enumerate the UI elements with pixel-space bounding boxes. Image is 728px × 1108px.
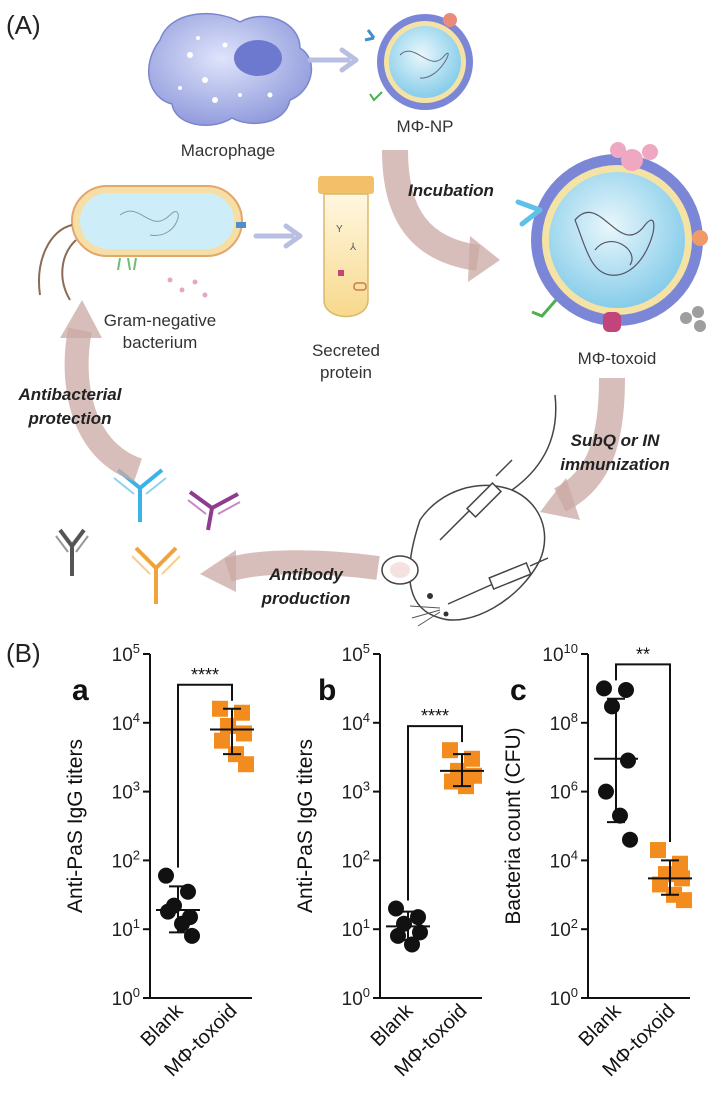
antibody-grey-illustration xyxy=(55,528,89,576)
macrophage-illustration xyxy=(147,12,313,126)
chart-b-y-tick-label: 101 xyxy=(342,916,370,941)
chart-c-point-blank xyxy=(596,680,612,697)
syringe-subq-illustration xyxy=(439,459,513,541)
bacterium-illustration xyxy=(38,185,246,301)
chart-a-point-toxoid xyxy=(212,700,228,717)
chart-b-y-axis-label: Anti-PaS IgG titers xyxy=(294,739,317,913)
chart-c-letter: c xyxy=(510,674,527,707)
chart-b-significance-label: **** xyxy=(421,706,449,726)
mouse-illustration xyxy=(381,394,557,627)
svg-text:Y: Y xyxy=(336,224,343,235)
antibacterial-label-line2: protection xyxy=(27,409,111,428)
chart-a-y-tick-label: 100 xyxy=(112,985,140,1010)
panel-a-label: (A) xyxy=(6,10,41,40)
chart-b-point-blank xyxy=(388,900,404,917)
chart-c-y-tick-label: 104 xyxy=(550,847,578,872)
arrow-macrophage-to-np xyxy=(307,47,359,73)
chart-c-point-blank xyxy=(598,783,614,800)
mphi-toxoid-label: MΦ-toxoid xyxy=(578,349,657,368)
chart-a-point-toxoid xyxy=(238,756,254,773)
chart-b-significance-bracket xyxy=(407,725,463,901)
chart-b-y-tick-label: 104 xyxy=(342,710,370,735)
test-tube-illustration: Y ⅄ xyxy=(318,176,374,318)
chart-c-y-tick-label: 102 xyxy=(550,916,578,941)
antibody-blue-illustration xyxy=(113,468,167,522)
chart-a-significance-bracket xyxy=(177,683,233,868)
chart-c-point-blank xyxy=(604,698,620,715)
chart-c-y-tick-label: 1010 xyxy=(542,641,578,666)
chart-a-point-blank xyxy=(160,903,176,920)
chart-a-significance-label: **** xyxy=(191,665,219,685)
chart-a-point-blank xyxy=(184,927,200,944)
antibody-label-line1: Antibody xyxy=(268,565,344,584)
chart-a-y-tick-label: 104 xyxy=(112,710,140,735)
antibacterial-label-line1: Antibacterial xyxy=(18,385,123,404)
chart-a-y-tick-label: 105 xyxy=(112,641,140,666)
arrow-immunization xyxy=(540,377,625,520)
chart-b-y-tick-label: 100 xyxy=(342,985,370,1010)
chart-a-point-toxoid xyxy=(234,704,250,721)
chart-c-y-tick-label: 100 xyxy=(550,985,578,1010)
panel-b-label: (B) xyxy=(6,638,41,668)
chart-c-point-blank xyxy=(618,681,634,698)
chart-c-y-tick-label: 108 xyxy=(550,710,578,735)
immunization-label-line1: SubQ or IN xyxy=(571,431,661,450)
chart-a-point-blank xyxy=(180,883,196,900)
chart-a-y-axis-label: Anti-PaS IgG titers xyxy=(64,739,87,913)
mphi-np-illustration xyxy=(364,13,473,110)
bacterium-label-line1: Gram-negative xyxy=(104,311,216,330)
chart-c-x-tick-label: Blank xyxy=(575,999,627,1051)
chart-b-y-tick-label: 105 xyxy=(342,641,370,666)
antibody-orange-illustration xyxy=(131,546,181,604)
chart-b-x-tick-label: Blank xyxy=(367,999,419,1051)
chart-c-y-axis-label: Bacteria count (CFU) xyxy=(502,727,525,924)
chart-b-y-tick-label: 102 xyxy=(342,847,370,872)
chart-b-point-blank xyxy=(390,927,406,944)
arrow-antibacterial-protection xyxy=(60,300,143,482)
chart-b-y-tick-label: 103 xyxy=(342,779,370,804)
syringe-in-illustration xyxy=(447,557,549,605)
antibody-purple-illustration xyxy=(187,490,241,531)
macrophage-label: Macrophage xyxy=(181,141,276,160)
arrow-antibody-production xyxy=(200,550,380,592)
chart-b-letter: b xyxy=(318,674,336,707)
chart-a-point-toxoid xyxy=(236,725,252,742)
bacterium-label-line2: bacterium xyxy=(123,333,198,352)
chart-a-y-tick-label: 102 xyxy=(112,847,140,872)
antibody-label-line2: production xyxy=(261,589,351,608)
chart-b-point-blank xyxy=(412,924,428,941)
incubation-label: Incubation xyxy=(408,181,494,200)
chart-b-point-toxoid xyxy=(442,742,458,759)
chart-a-point-toxoid xyxy=(220,717,236,734)
chart-c-point-toxoid xyxy=(652,876,668,893)
chart-a-y-tick-label: 103 xyxy=(112,779,140,804)
chart-a-point-blank xyxy=(158,867,174,884)
chart-b-point-blank xyxy=(410,909,426,926)
chart-a-letter: a xyxy=(72,674,89,707)
chart-a-x-tick-label: Blank xyxy=(137,999,189,1051)
secreted-label-line1: Secreted xyxy=(312,341,380,360)
chart-c-significance-bracket xyxy=(615,663,671,843)
mphi-np-label: MΦ-NP xyxy=(396,117,453,136)
arrow-bacterium-to-tube xyxy=(253,223,303,249)
chart-c-significance-label: ** xyxy=(636,644,650,664)
chart-c-point-blank xyxy=(620,752,636,769)
chart-c-y-tick-label: 106 xyxy=(550,779,578,804)
chart-a-point-toxoid xyxy=(214,732,230,749)
arrow-incubation xyxy=(382,149,500,282)
chart-c-point-blank xyxy=(622,831,638,848)
mphi-toxoid-illustration xyxy=(515,142,708,332)
svg-text:⅄: ⅄ xyxy=(350,242,357,253)
chart-c-point-toxoid xyxy=(672,855,688,872)
chart-a-y-tick-label: 101 xyxy=(112,916,140,941)
secreted-label-line2: protein xyxy=(320,363,372,382)
chart-c-point-toxoid xyxy=(650,842,666,859)
immunization-label-line2: immunization xyxy=(560,455,670,474)
chart-c-point-toxoid xyxy=(676,892,692,909)
